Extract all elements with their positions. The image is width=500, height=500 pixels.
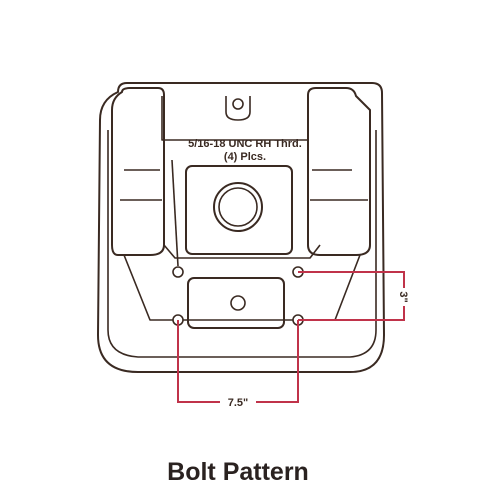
seat-outer-outline [97,82,385,373]
caption: Bolt Pattern [167,458,309,486]
callout-line-1: 5/16-18 UNC RH Thrd. [188,138,302,150]
lower-plate [123,244,361,321]
vertical-dimension-label: 3" [397,291,409,302]
left-bracket-inner [120,169,162,201]
horizontal-dimension-label: 7.5" [228,397,249,409]
vertical-dimension-label-bg [396,288,412,306]
center-tab-hole [232,98,244,110]
upper-housing [185,165,293,255]
lower-housing [187,277,285,329]
right-bracket [307,87,371,256]
center-tab [225,96,251,121]
lower-housing-hole [230,295,246,311]
right-bracket-inner [310,169,368,201]
upper-housing-hole [213,182,263,232]
horizontal-dimension-label-bg [220,394,256,410]
horizontal-dimension-line [177,320,299,403]
upper-housing-hole-inner [218,187,258,227]
callout-leader [171,159,179,267]
left-bracket [111,87,165,256]
bolt-hole-top-left [172,266,184,278]
seat-inner-rim [107,130,377,358]
callout-line-2: (4) Plcs. [224,151,266,163]
